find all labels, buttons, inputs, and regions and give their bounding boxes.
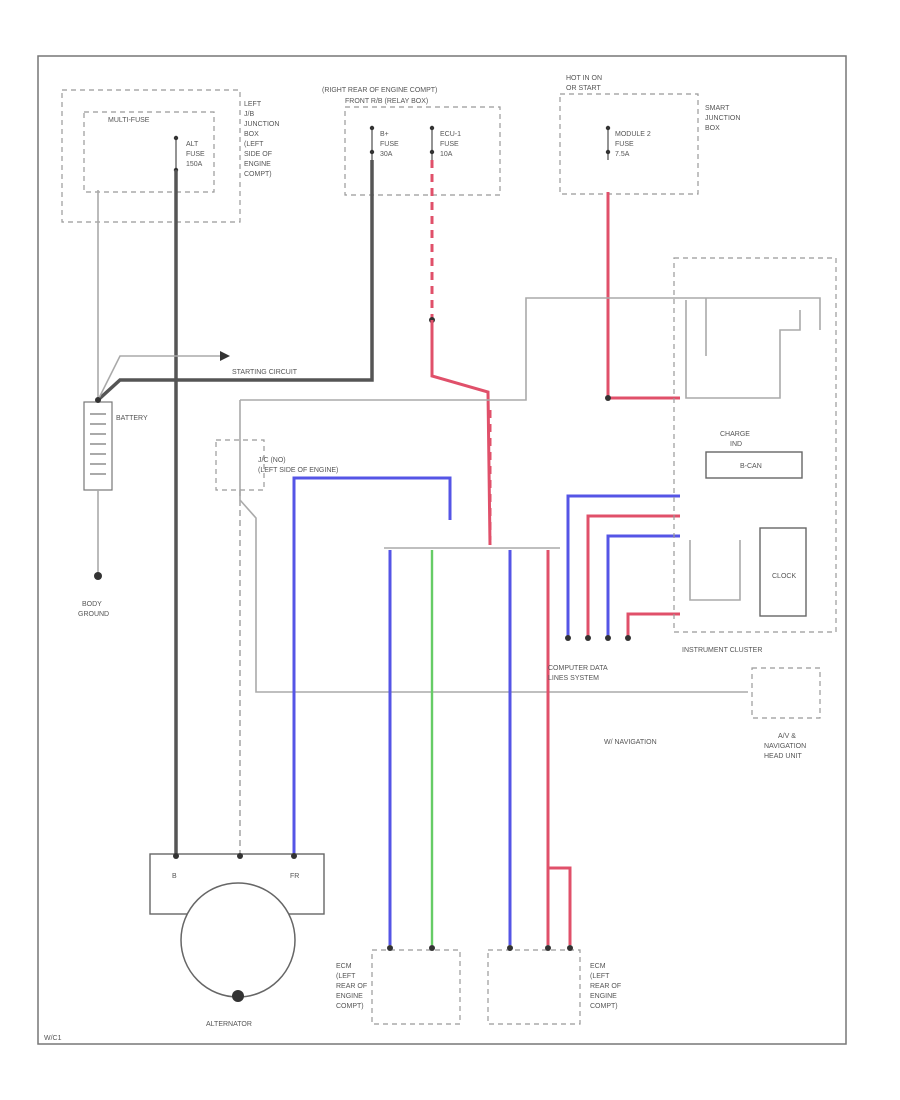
clock-box — [759, 527, 807, 617]
smart-jb-label: SMART JUNCTION BOX — [705, 105, 742, 132]
wire-red-module2 — [606, 192, 680, 400]
diagram-border — [37, 55, 847, 1045]
wire-blue-cluster-1 — [566, 494, 680, 638]
left-jb-label: LEFT J/B JUNCTION BOX (LEFT SIDE OF ENGI… — [244, 101, 281, 178]
computer-data-label: COMPUTER DATA LINES SYSTEM — [548, 665, 609, 682]
charge-label: CHARGE — [720, 431, 750, 438]
starting-circuit-label: STARTING CIRCUIT — [232, 369, 298, 376]
module2-label: MODULE 2 — [615, 131, 651, 138]
footer-code: W/C1 — [44, 1035, 62, 1042]
av-nav-box — [751, 667, 821, 719]
alt-fr-terminal: FR — [290, 873, 299, 880]
instrument-cluster-box — [673, 257, 837, 633]
alt-fuse-rating: 150A — [186, 161, 203, 168]
hot-in-on-sub: OR START — [566, 85, 601, 92]
b-can-label: B-CAN — [740, 463, 762, 470]
ecm-right-label: ECM (LEFT REAR OF ENGINE COMPT) — [590, 963, 623, 1010]
wire-blue-alt-fr — [292, 476, 452, 856]
charge-sub: IND — [730, 441, 742, 448]
cluster-signal — [689, 540, 741, 601]
b-plus-fuse-symbol — [369, 125, 375, 160]
ecm-left-label: ECM (LEFT REAR OF ENGINE COMPT) — [336, 963, 369, 1010]
clock-label: CLOCK — [772, 573, 796, 580]
ecu1-fuse: FUSE — [440, 141, 459, 148]
module2-fuse: FUSE — [615, 141, 634, 148]
battery-symbol — [83, 401, 113, 491]
right-rear-label: (RIGHT REAR OF ENGINE COMPT) — [322, 87, 437, 94]
ecu1-rating: 10A — [440, 151, 453, 158]
alt-b-terminal: B — [172, 873, 177, 880]
body-ground-dot — [94, 572, 102, 580]
w-navigation-label: W/ NAVIGATION — [604, 739, 657, 746]
ecm-left-box — [371, 949, 461, 1025]
alternator-symbol — [180, 882, 296, 998]
hot-in-on-label: HOT IN ON — [566, 75, 602, 82]
module2-rating: 7.5A — [615, 151, 630, 158]
module2-fuse-symbol — [605, 125, 611, 160]
b-plus-label: B+ — [380, 131, 389, 138]
wire-red-ecu1 — [430, 320, 492, 546]
wire-red-cluster-1 — [586, 514, 680, 638]
wire-red-ecm-right-b — [548, 866, 572, 945]
wire-red-cluster-2 — [626, 612, 680, 638]
battery-label: BATTERY — [116, 415, 148, 422]
wire-starting — [97, 355, 220, 401]
wire-gray-left — [239, 400, 748, 693]
ecu1-label: ECU-1 — [440, 131, 461, 138]
body-ground-label: BODY GROUND — [78, 601, 109, 618]
right-rear-sub: FRONT R/B (RELAY BOX) — [345, 98, 428, 105]
alt-fuse-symbol — [173, 135, 179, 173]
instrument-cluster-label: INSTRUMENT CLUSTER — [682, 647, 762, 654]
b-plus-rating: 30A — [380, 151, 393, 158]
b-can-box — [705, 451, 803, 479]
alternator-ground-dot — [232, 990, 244, 1002]
multi-fuse-label: MULTI-FUSE — [108, 117, 150, 124]
smart-jb-box — [559, 93, 699, 195]
alt-fuse-label: ALT — [186, 141, 199, 148]
ecu1-fuse-symbol — [429, 125, 435, 160]
multi-fuse-box — [83, 111, 215, 193]
b-plus-fuse: FUSE — [380, 141, 399, 148]
alt-fuse-amp: FUSE — [186, 151, 205, 158]
wire-black-bplus — [96, 160, 374, 402]
alternator-label: ALTERNATOR — [206, 1021, 252, 1028]
cluster-internal-wire — [685, 300, 801, 399]
left-jb-box — [61, 89, 241, 223]
wire-gray-cluster-top — [240, 297, 821, 401]
starting-arrow-icon — [220, 351, 230, 361]
jc-label: J/C (NO) (LEFT SIDE OF ENGINE) — [258, 457, 338, 474]
wire-blue-cluster-2 — [606, 534, 680, 638]
relay-box — [344, 106, 501, 196]
av-nav-label: A/V & NAVIGATION HEAD UNIT — [764, 733, 808, 760]
ecm-right-box — [487, 949, 581, 1025]
